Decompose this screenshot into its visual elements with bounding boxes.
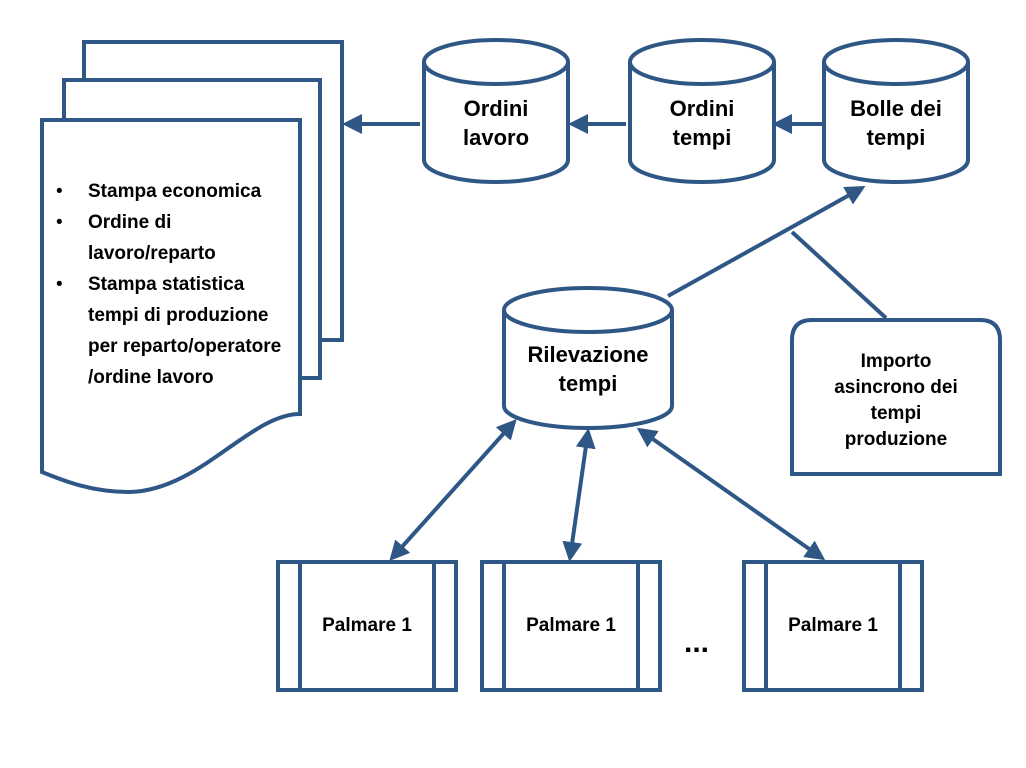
palmare-label-1: Palmare 1 [322, 614, 412, 636]
arrow-rilevazione-palmare-2 [562, 428, 596, 562]
palmare-box-1 [276, 560, 458, 692]
palmare-label-3: Palmare 1 [788, 614, 878, 636]
arrow-rilevazione-palmare-1 [389, 419, 517, 561]
palmare-label-2: Palmare 1 [526, 614, 616, 636]
cylinder-ordini-lavoro [422, 38, 570, 184]
document-bullet-list: Stampa economica Ordine di lavoro/repart… [48, 176, 298, 393]
label-rilevazione-tempi: Rilevazione tempi [527, 342, 649, 396]
label-ordini-lavoro: Ordini lavoro [462, 96, 530, 150]
palmare-box-3 [742, 560, 924, 692]
label-bolle-tempi: Bolle dei tempi [850, 96, 942, 150]
document-item: Ordine di lavoro/reparto [56, 207, 298, 269]
ellipsis: ... [684, 626, 710, 659]
arrow-rilevazione-to-bolle [667, 186, 866, 298]
note-text: Importo asincrono dei tempi produzione [834, 351, 958, 450]
cylinder-rilevazione-tempi [502, 286, 674, 430]
document-item: Stampa economica [56, 176, 298, 207]
cylinder-bolle-tempi [822, 38, 970, 184]
note-connector [790, 230, 888, 320]
note-callout [790, 318, 1002, 476]
document-item: Stampa statistica tempi di produzione pe… [56, 269, 298, 393]
palmare-box-2 [480, 560, 662, 692]
arrow-rilevazione-palmare-3 [636, 427, 826, 561]
cylinder-ordini-tempi [628, 38, 776, 184]
label-ordini-tempi: Ordini tempi [669, 96, 735, 150]
